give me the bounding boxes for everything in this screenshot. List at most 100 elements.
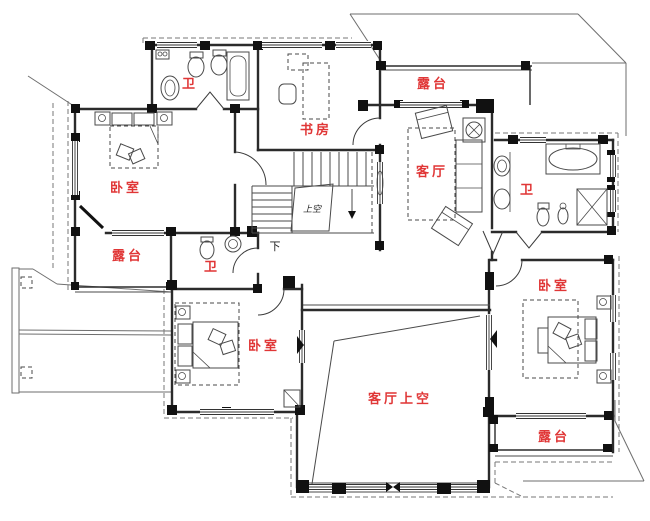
window: [400, 101, 462, 109]
rug: [522, 299, 579, 379]
sink: [224, 235, 242, 253]
window-with-shutter: [297, 330, 306, 363]
nightstand: [94, 111, 111, 126]
bath-right-fixtures: [493, 143, 608, 227]
cushion: [219, 339, 237, 356]
pillow: [177, 323, 193, 345]
stair-void-label: 上空: [303, 204, 322, 215]
eave-dashed-outlines: [52, 37, 620, 498]
cushion: [552, 321, 572, 341]
columns: [71, 41, 616, 494]
rug: [174, 302, 240, 386]
nightstand: [175, 369, 191, 384]
nightstand: [596, 369, 612, 384]
pillow: [584, 318, 598, 340]
armchair: [430, 205, 474, 247]
pillow: [177, 345, 193, 367]
window: [336, 41, 371, 49]
desk-return: [287, 53, 309, 71]
bed-outline: [192, 321, 239, 369]
side-table: [462, 117, 486, 143]
bath-top-left-fixtures: [155, 49, 250, 101]
shower: [576, 188, 608, 226]
bidet: [557, 202, 569, 225]
bed-right-bedroom: [522, 295, 612, 384]
room-label-bath-center: 卫: [204, 260, 220, 275]
staircase: 上空 下: [251, 152, 374, 253]
sink: [493, 155, 511, 177]
study-furniture: [278, 53, 330, 120]
toilet: [536, 202, 550, 227]
windows: [71, 41, 617, 492]
nightstand: [596, 295, 612, 310]
double-door-bath-top: [195, 91, 225, 110]
toilet: [187, 51, 205, 78]
room-label-bedroom-left: 卧室: [110, 180, 142, 196]
room-label-study: 书房: [300, 122, 332, 138]
window: [71, 141, 79, 195]
blanket-fold: [149, 125, 159, 145]
window: [309, 484, 332, 490]
pillow: [133, 112, 155, 126]
window: [112, 229, 164, 237]
room-labels: 卫 书房 露台 客厅 卫 卧室 露台 卫 卧室 卧室 客厅上空 露台: [110, 76, 570, 445]
living-room-furniture: [407, 104, 486, 247]
bed-bottom-bedroom: [174, 302, 301, 408]
bath-center-fixtures: [199, 235, 242, 260]
cushion: [115, 143, 135, 161]
door-arc-bedroom-bottom: [257, 288, 285, 316]
window: [157, 41, 197, 49]
doors: [78, 91, 543, 316]
window: [516, 412, 586, 420]
room-label-bath-right: 卫: [520, 183, 536, 198]
nightstand: [156, 111, 173, 126]
bed-bench: [537, 327, 549, 354]
rug: [407, 127, 456, 221]
toilet: [199, 236, 215, 260]
armchair: [414, 104, 454, 140]
door-arc-bath-center: [232, 247, 259, 274]
stair-direction-arrow: [348, 211, 356, 219]
chair: [278, 83, 297, 105]
window-with-shutter: [485, 315, 497, 370]
sink: [160, 75, 180, 101]
bathtub: [545, 143, 601, 175]
window: [262, 41, 322, 49]
door-arc-study: [352, 117, 381, 146]
door-arc-bedroom-left: [234, 151, 267, 186]
stair-void-box: [290, 183, 334, 232]
double-door-living: [482, 230, 504, 256]
window: [607, 185, 617, 217]
window: [346, 484, 386, 490]
window: [609, 353, 617, 380]
cushion: [127, 147, 146, 165]
bowtie-symbol: [386, 482, 400, 492]
window: [520, 136, 546, 144]
stair-down-label: 下: [270, 240, 281, 253]
cushion: [207, 327, 227, 347]
bed-outline: [547, 316, 597, 364]
room-label-bath-top-left: 卫: [182, 77, 198, 92]
room-label-living-void: 客厅上空: [368, 391, 432, 407]
toilet: [210, 49, 228, 76]
roof-outlines: [11, 13, 645, 482]
window: [376, 162, 384, 204]
sofa: [455, 139, 483, 213]
room-label-terrace-bottom-right: 露台: [538, 429, 570, 445]
room-label-terrace-top: 露台: [417, 76, 449, 92]
room-label-bedroom-bottom: 卧室: [248, 338, 280, 354]
sink: [493, 188, 511, 210]
nightstand: [175, 305, 191, 320]
pillow: [584, 340, 598, 362]
room-label-living-room: 客厅: [416, 164, 448, 180]
room-label-bedroom-right: 卧室: [538, 278, 570, 294]
blanket-fold: [547, 345, 568, 364]
window: [400, 484, 437, 490]
window: [200, 408, 274, 416]
bed-outline: [109, 125, 159, 169]
window: [607, 150, 617, 182]
shelf: [155, 49, 170, 60]
bed-left-bedroom: [94, 111, 173, 169]
blanket-fold: [192, 351, 212, 369]
